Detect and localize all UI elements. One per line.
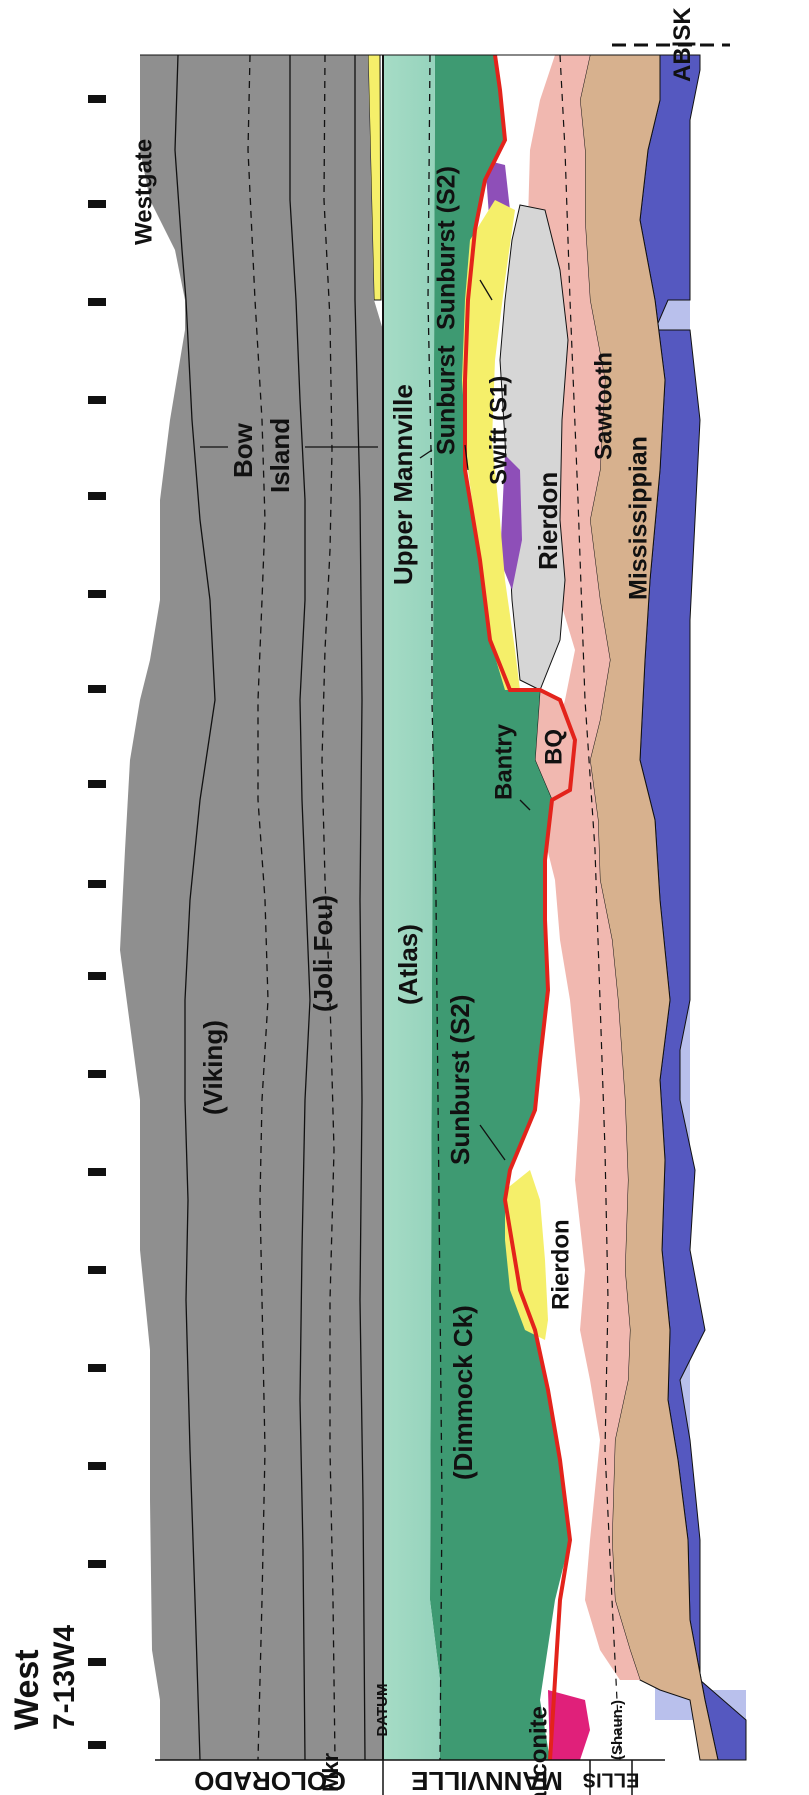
well-tick xyxy=(88,1070,106,1078)
label-island: Island xyxy=(265,418,295,493)
well-tick xyxy=(88,1364,106,1372)
label-atlas: (Atlas) xyxy=(393,924,423,1005)
datum-label: DATUM xyxy=(374,1683,391,1736)
label-sawtooth: Sawtooth xyxy=(590,352,617,460)
boundary-label: AB|SK xyxy=(669,7,696,82)
well-tick xyxy=(88,880,106,888)
label-sunburst-s2-left: Sunburst (S2) xyxy=(445,995,475,1165)
well-tick xyxy=(88,396,106,404)
well-tick xyxy=(88,492,106,500)
label-shaun: (Shaun.) xyxy=(609,1700,626,1760)
well-title-line1: West xyxy=(8,1649,46,1730)
well-tick xyxy=(88,200,106,208)
label-glauconite: Glauconite xyxy=(525,1706,552,1795)
label-bow: Bow xyxy=(228,422,258,478)
group-label-ellis: ELLIS xyxy=(583,1769,640,1791)
well-tick xyxy=(88,1168,106,1176)
label-sunburst-s2-right: Sunburst (S2) xyxy=(433,166,461,330)
label-rierdon-left: Rierdon xyxy=(547,1219,574,1310)
label-sunburst: Sunburst xyxy=(433,345,461,455)
well-tick xyxy=(88,590,106,598)
label-bantry: Bantry xyxy=(490,723,517,800)
label-rierdon-right: Rierdon xyxy=(533,472,563,570)
well-title-line2: 7-13W4 xyxy=(48,1625,81,1730)
label-upper-mannville: Upper Mannville xyxy=(388,384,418,585)
label-bq: BQ xyxy=(540,729,567,765)
well-tick xyxy=(88,1462,106,1470)
colorado-layer xyxy=(120,55,383,1760)
label-dimmock-ck: (Dimmock Ck) xyxy=(448,1305,478,1480)
well-tick xyxy=(88,780,106,788)
label-westgate: Westgate xyxy=(130,139,157,245)
well-tick xyxy=(88,685,106,693)
label-mkr: Mkr xyxy=(318,1752,343,1792)
label-mississippian: Mississippian xyxy=(625,436,653,600)
label-viking: (Viking) xyxy=(198,1020,228,1115)
well-tick xyxy=(88,1560,106,1568)
label-swift-s1: Swift (S1) xyxy=(485,376,512,485)
well-tick xyxy=(88,1266,106,1274)
well-tick xyxy=(88,1658,106,1666)
label-joli-fou: (Joli Fou) xyxy=(308,895,338,1012)
well-tick xyxy=(88,95,106,103)
well-ticks xyxy=(88,95,106,1749)
well-tick xyxy=(88,1741,106,1749)
well-tick xyxy=(88,298,106,306)
well-tick xyxy=(88,972,106,980)
